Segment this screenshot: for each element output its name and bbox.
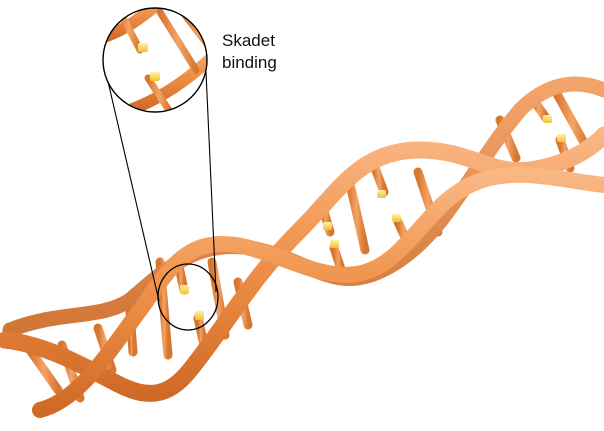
damaged-base-marker bbox=[377, 190, 386, 198]
damaged-base-marker-magnified bbox=[150, 72, 160, 81]
damaged-base-marker bbox=[323, 222, 332, 230]
magnified-view bbox=[95, 0, 230, 112]
damaged-base-marker bbox=[180, 285, 189, 294]
damaged-base-marker bbox=[392, 214, 401, 222]
damaged-base-marker bbox=[195, 311, 204, 320]
damaged-base-marker bbox=[543, 115, 552, 123]
damaged-bond-label: Skadet binding bbox=[222, 30, 277, 74]
damaged-bond-label-line1: Skadet bbox=[222, 30, 277, 52]
damaged-bond-label-line2: binding bbox=[222, 52, 277, 74]
damaged-base-marker-magnified bbox=[138, 43, 148, 52]
damaged-base-marker bbox=[557, 134, 566, 142]
damaged-base-marker bbox=[330, 240, 339, 248]
dna-backbone-back bbox=[10, 84, 604, 330]
